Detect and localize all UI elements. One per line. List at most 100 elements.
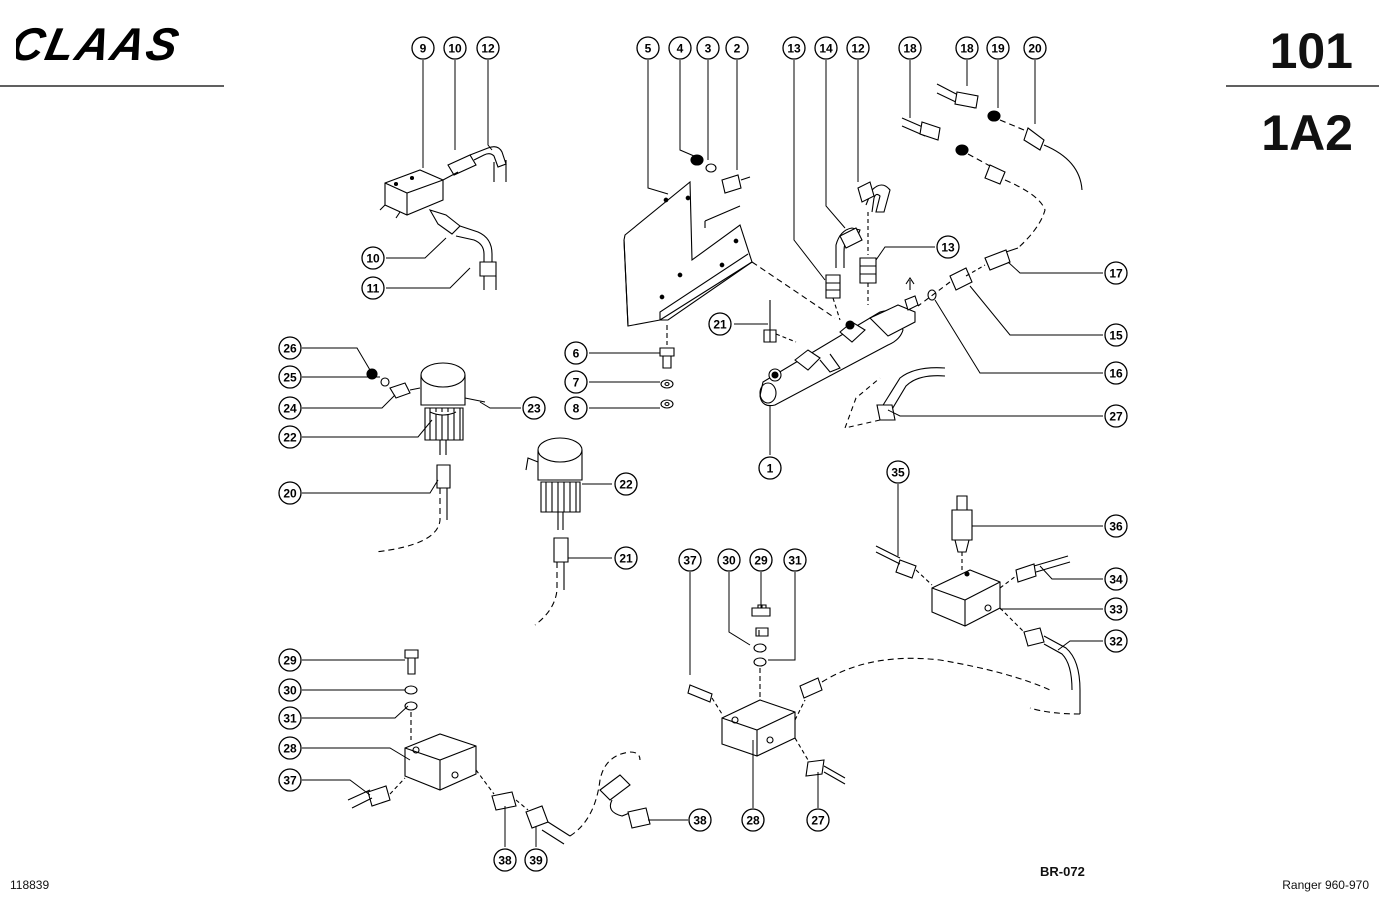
callout-circle	[278, 648, 302, 672]
callout-label: 12	[851, 42, 865, 56]
callout-label: 9	[420, 42, 427, 56]
callout-label: 20	[1028, 42, 1042, 56]
callout-circle	[564, 370, 588, 394]
callout-label: 37	[283, 774, 297, 788]
callout-label: 15	[1109, 329, 1123, 343]
callout-circle	[614, 472, 638, 496]
callout-circle	[814, 36, 838, 60]
callout-label: 26	[283, 342, 297, 356]
callout-circle	[1104, 514, 1128, 538]
callout-label: 35	[891, 466, 905, 480]
callout-label: 39	[529, 854, 543, 868]
callout-label: 1	[767, 462, 774, 476]
callout-label: 16	[1109, 367, 1123, 381]
callout-label: 4	[677, 42, 684, 56]
callout-circle	[493, 848, 517, 872]
callout-label: 13	[787, 42, 801, 56]
document-number: 118839	[10, 878, 50, 892]
group-code: 1A2	[1261, 105, 1353, 161]
callout-circle	[749, 548, 773, 572]
callout-label: 17	[1109, 267, 1123, 281]
callout-label: 38	[498, 854, 512, 868]
callout-label: 14	[819, 42, 833, 56]
page-number: 101	[1269, 23, 1353, 79]
drawing-code: BR-072	[1040, 864, 1085, 879]
callout-circle	[278, 706, 302, 730]
callout-circle	[708, 312, 732, 336]
callout-circle	[524, 848, 548, 872]
callout-circle	[955, 36, 979, 60]
callout-circle	[725, 36, 749, 60]
callout-circle	[476, 36, 500, 60]
callout-circle	[1023, 36, 1047, 60]
callout-label: 20	[283, 487, 297, 501]
callout-circle	[1104, 323, 1128, 347]
callout-label: 31	[788, 554, 802, 568]
callout-label: 11	[367, 282, 380, 296]
callout-circle	[806, 808, 830, 832]
callout-circle	[1104, 404, 1128, 428]
callout-label: 19	[991, 42, 1005, 56]
callout-label: 5	[645, 42, 652, 56]
callout-circle	[278, 678, 302, 702]
callout-circle	[668, 36, 692, 60]
callout-label: 21	[619, 552, 633, 566]
callout-circle	[846, 36, 870, 60]
callout-label: 6	[573, 347, 580, 361]
callout-circle	[898, 36, 922, 60]
callout-label: 27	[1109, 410, 1123, 424]
callout-label: 8	[573, 402, 580, 416]
callout-circle	[636, 36, 660, 60]
callout-circle	[783, 548, 807, 572]
callout-circle	[278, 396, 302, 420]
callout-label: 22	[619, 478, 633, 492]
claas-logo: CLAAS	[16, 22, 185, 66]
callout-label: 7	[573, 376, 580, 390]
callout-circle	[678, 548, 702, 572]
callout-label: 25	[283, 371, 297, 385]
model-label: Ranger 960-970	[1282, 878, 1369, 892]
callout-label: 37	[683, 554, 697, 568]
callout-circle	[782, 36, 806, 60]
callout-circle	[522, 396, 546, 420]
callout-label: 24	[283, 402, 297, 416]
callout-label: 12	[481, 42, 495, 56]
callout-label: 30	[283, 684, 297, 698]
callout-label: 10	[366, 252, 380, 266]
callout-circle	[936, 235, 960, 259]
callout-circle	[361, 276, 385, 300]
callout-circle	[1104, 597, 1128, 621]
callout-label: 23	[527, 402, 541, 416]
callout-label: 30	[722, 554, 736, 568]
callout-circle	[741, 808, 765, 832]
callout-circle	[564, 341, 588, 365]
callout-circle	[1104, 567, 1128, 591]
callout-label: 28	[746, 814, 760, 828]
callout-label: 32	[1109, 635, 1123, 649]
callout-label: 22	[283, 431, 297, 445]
svg-text:CLAAS: CLAAS	[16, 22, 185, 66]
callout-circle	[717, 548, 741, 572]
callout-circle	[986, 36, 1010, 60]
callout-label: 33	[1109, 603, 1123, 617]
callout-label: 18	[903, 42, 917, 56]
callout-label: 13	[941, 241, 955, 255]
callout-label: 2	[734, 42, 741, 56]
callout-circle	[361, 246, 385, 270]
callout-circle	[278, 768, 302, 792]
callout-circle	[614, 546, 638, 570]
callout-label: 3	[705, 42, 712, 56]
callout-circle	[1104, 629, 1128, 653]
callout-circle	[886, 460, 910, 484]
callout-circle	[278, 336, 302, 360]
callout-label: 21	[713, 318, 727, 332]
callout-circle	[696, 36, 720, 60]
callout-label: 27	[811, 814, 825, 828]
callout-label: 10	[448, 42, 462, 56]
callout-circle	[1104, 361, 1128, 385]
callout-circle	[443, 36, 467, 60]
callout-circle	[278, 365, 302, 389]
callout-circle	[411, 36, 435, 60]
callout-label: 29	[754, 554, 768, 568]
